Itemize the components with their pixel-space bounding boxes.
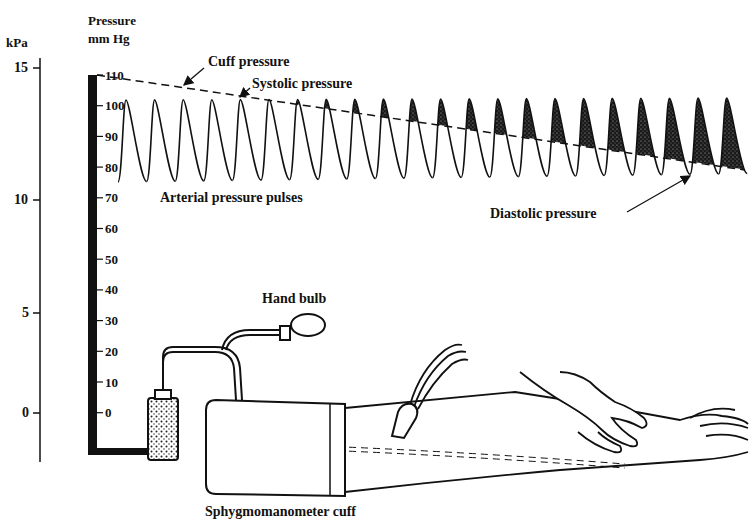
mmhg-value: 100 [105,99,125,112]
arterial-pressure-pulses [118,98,747,182]
mmhg-value: 10 [105,376,118,389]
callout-label: Sphygmomanometer cuff [205,505,356,519]
examiner-hand [520,372,647,452]
pressure-pulse [547,99,576,177]
mmhg-value: 90 [105,130,118,143]
audible-pulse-shading [347,99,376,179]
audible-pulse-shading [576,98,605,175]
pressure-pulse [375,99,404,178]
cuff-pressure-line [97,75,745,170]
pressure-pulse [118,100,147,182]
audible-pulse-shading [490,99,519,177]
pressure-pulse [232,100,261,181]
pressure-pulse [604,98,633,175]
audible-pulse-shading [404,99,433,178]
cuff [206,400,345,496]
audible-pulse-shading [661,98,690,175]
pressure-pulse [147,100,176,182]
axis-title: kPa [6,36,28,49]
axis-title: Pressure [88,14,136,27]
axis-title: mm Hg [88,32,130,45]
audible-pulse-shading [147,100,176,182]
audible-pulse-shading [290,99,319,179]
mmhg-value: 30 [105,314,118,327]
stethoscope [410,345,468,409]
rubber-tube [163,330,285,400]
callout-label: Arterial pressure pulses [160,191,303,205]
kpa-value: 5 [22,306,29,320]
pressure-pulse [290,99,319,179]
mmhg-value: 80 [105,161,118,174]
mmhg-value: 20 [105,345,118,358]
audible-pulse-shading [232,100,261,181]
kpa-value: 0 [22,406,29,420]
mmhg-ticks [97,75,103,413]
audible-pulse-shading [175,100,204,181]
callout-label: Hand bulb [262,292,326,306]
pressure-pulse [661,98,690,175]
pressure-pulse [404,99,433,178]
audible-pulse-shading [261,100,290,181]
kpa-value: 10 [14,193,28,207]
pressure-pulse [347,99,376,179]
mmhg-value: 110 [105,69,124,82]
valve [280,326,290,340]
mmhg-value: 0 [105,406,112,419]
audible-pulse-shading [433,99,462,178]
callout-label: Systolic pressure [252,77,352,91]
pressure-pulse [175,100,204,181]
pressure-pulse [261,100,290,181]
hand-bulb [291,314,325,336]
audible-pulse-shading [461,99,490,178]
callout-label: Cuff pressure [208,55,290,69]
arm-outline [345,392,748,492]
mmhg-value: 50 [105,253,118,266]
audible-pulse-shading [118,100,147,182]
callout-label: Diastolic pressure [490,207,596,221]
cuff-fold [329,404,331,495]
audible-pulse-shading [604,98,633,175]
pressure-pulse [719,98,748,174]
audible-pulse-shading [633,98,662,175]
pressure-pulse [576,98,605,175]
audible-pulse-shading [204,100,233,181]
kpa-value: 15 [14,61,28,75]
pressure-pulse [204,100,233,181]
mercury-reservoir [148,398,178,460]
mmhg-value: 60 [105,222,118,235]
mercury-tube [88,448,150,455]
reservoir-cap [155,390,171,399]
audible-pulse-shading [719,98,748,174]
pressure-pulse [461,99,490,178]
mercury-column [88,75,97,455]
kpa-axis [33,58,40,462]
stethoscope-bell [392,404,417,438]
mmhg-value: 40 [105,283,118,296]
mmhg-value: 70 [105,191,118,204]
pressure-pulse [633,98,662,175]
pressure-pulse [490,99,519,177]
pressure-pulse [433,99,462,178]
audible-pulse-shading [375,99,404,178]
audible-pulse-shading [547,99,576,177]
